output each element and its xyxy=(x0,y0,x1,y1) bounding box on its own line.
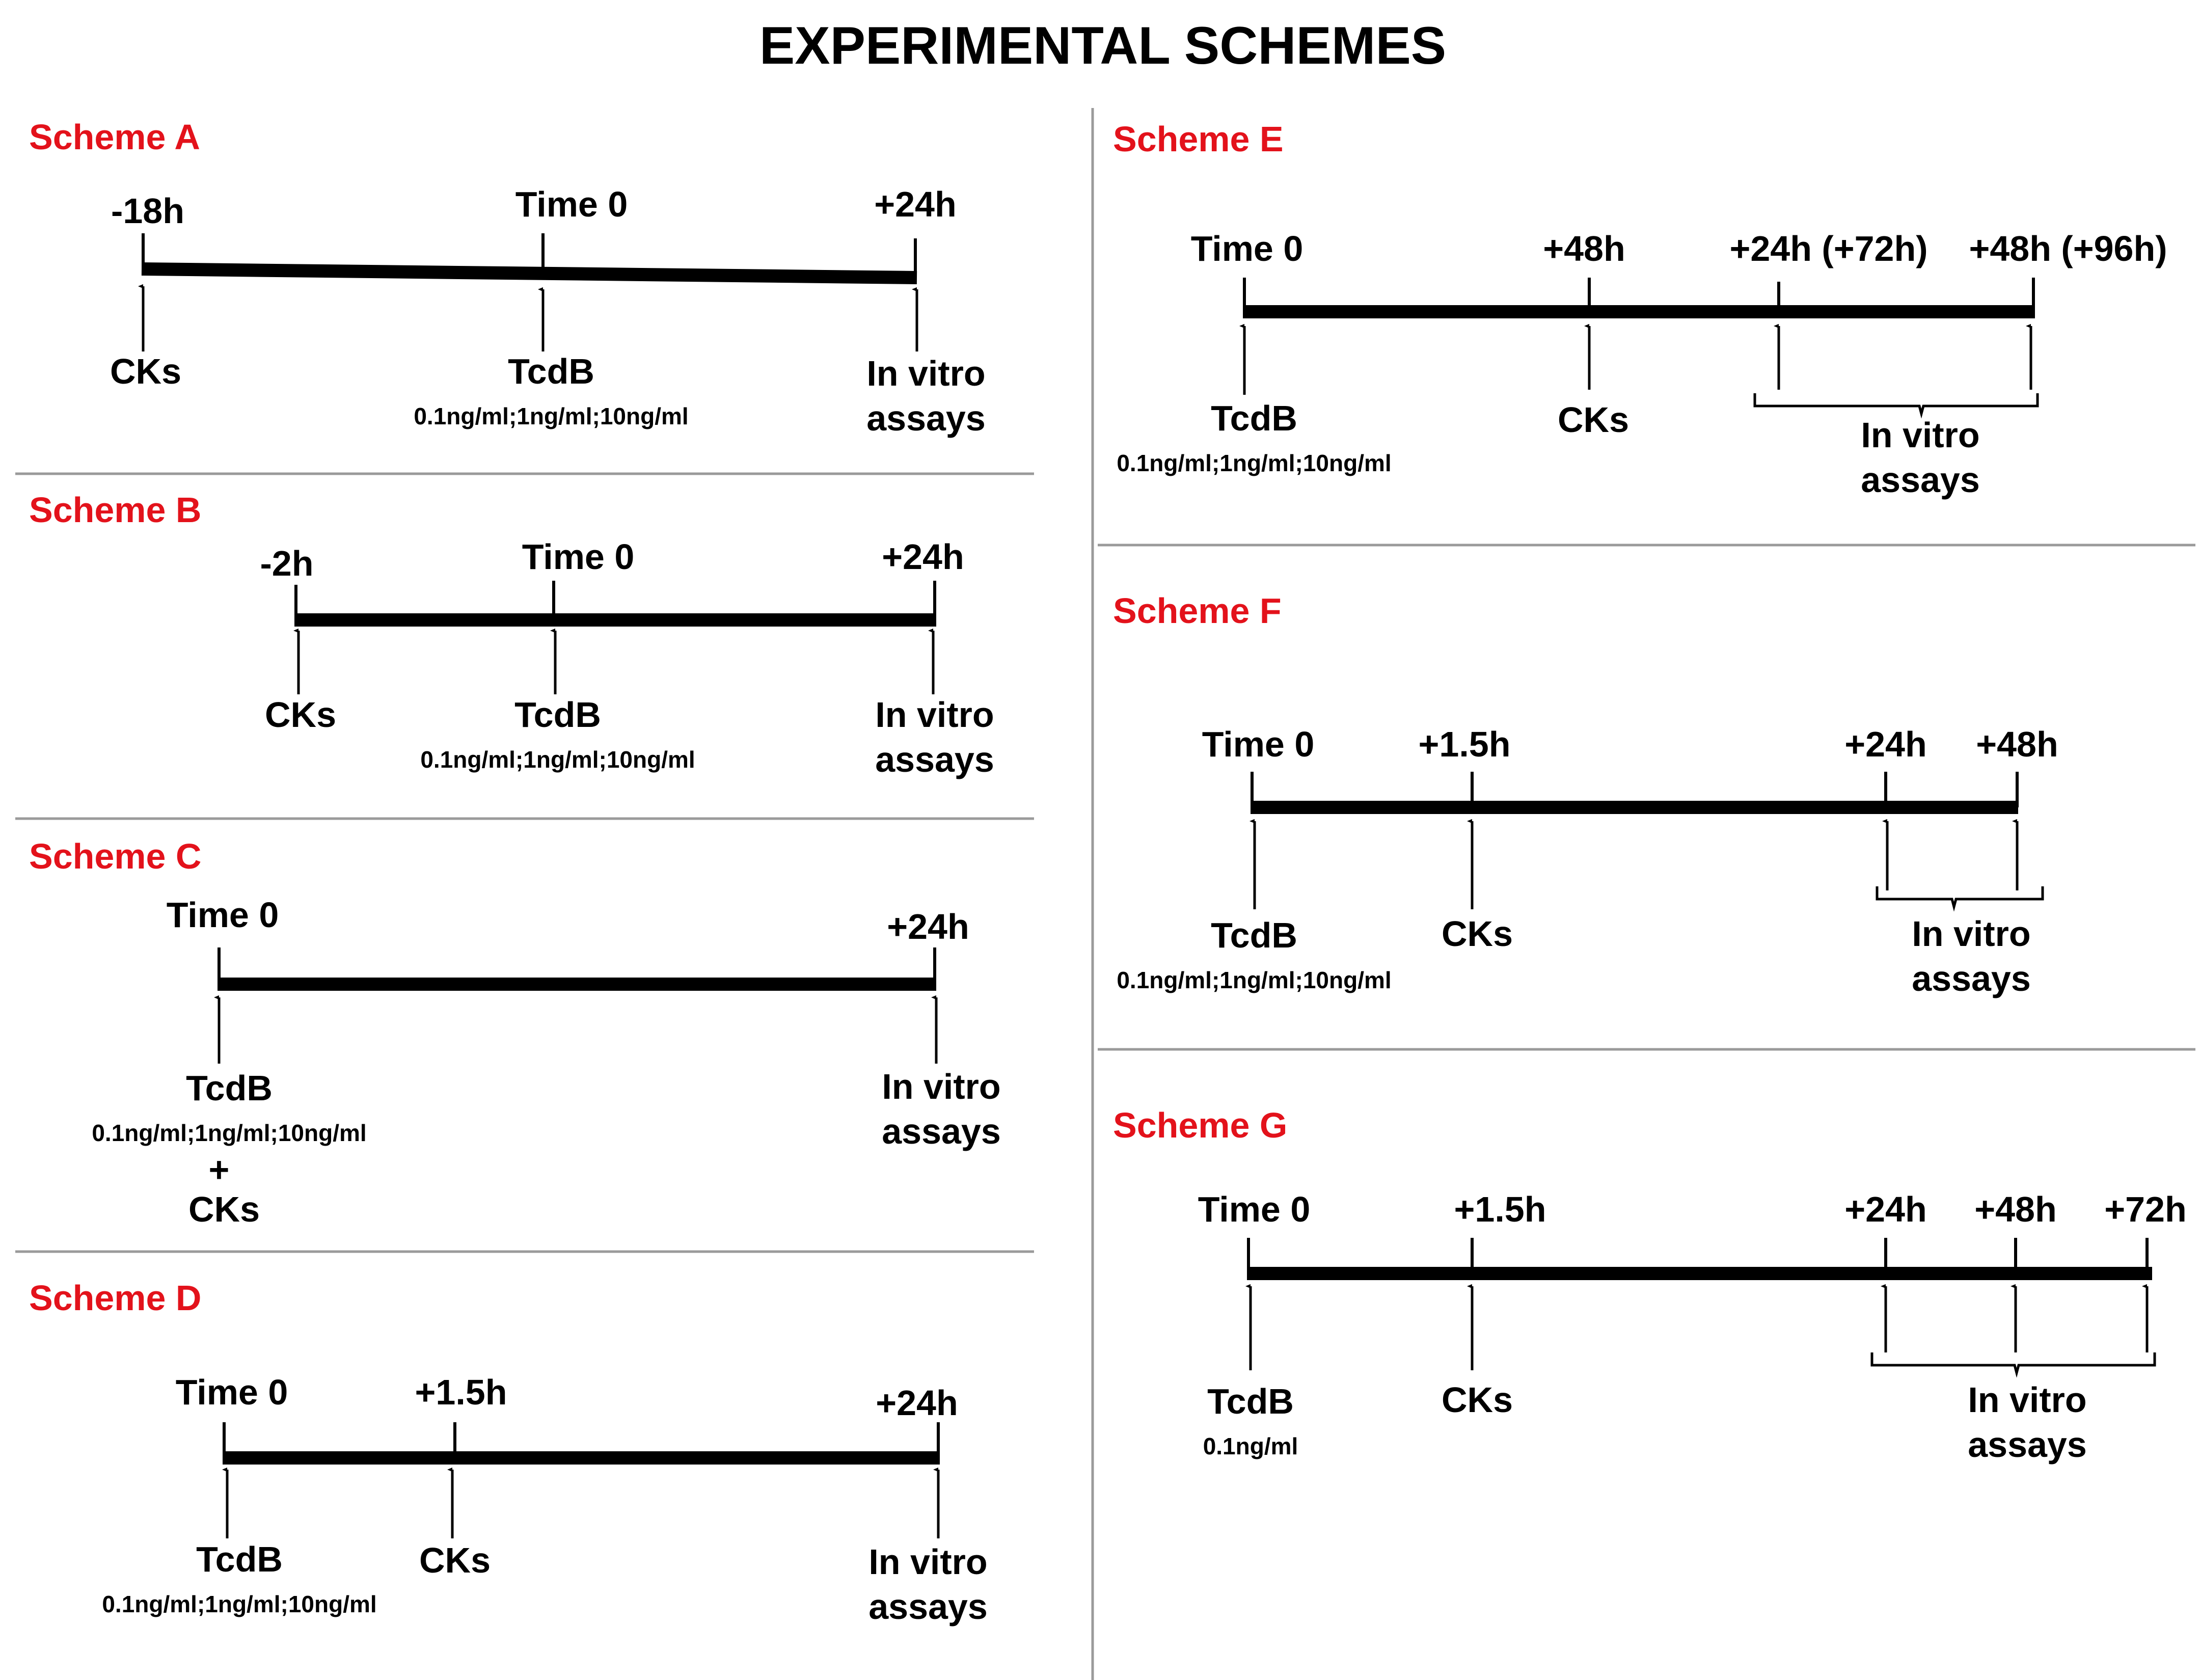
arrows xyxy=(1239,323,2032,395)
time-label: +24h xyxy=(882,537,964,577)
time-label: Time 0 xyxy=(176,1372,288,1412)
assay-label-line2: assays xyxy=(1968,1425,2087,1465)
assay-label-line2: assays xyxy=(866,398,986,438)
concentration-label: 0.1ng/ml;1ng/ml;10ng/ml xyxy=(420,746,695,773)
agent-label: TcdB xyxy=(508,351,594,391)
arrows xyxy=(1245,1284,2149,1370)
time-label: Time 0 xyxy=(167,895,279,935)
time-label: +1.5h xyxy=(415,1372,507,1412)
assay-label-line1: In vitro xyxy=(1861,415,1979,455)
time-label: +48h xyxy=(1976,724,2058,764)
time-label: +48h xyxy=(1974,1189,2057,1229)
assay-label-line2: assays xyxy=(882,1112,1001,1151)
tick-marks xyxy=(1247,1238,2149,1273)
time-label: +24h xyxy=(874,184,957,224)
agent-label: TcdB xyxy=(1207,1381,1294,1421)
agent-label: CKs xyxy=(1442,1380,1513,1420)
time-label: +24h xyxy=(1844,724,1927,764)
assay-bracket xyxy=(1870,1352,2156,1378)
assay-label-line1: In vitro xyxy=(882,1067,1000,1106)
scheme-title: Scheme B xyxy=(29,490,201,530)
timeline-bar xyxy=(141,262,917,284)
scheme-f: Scheme F Time 0 +1.5h +24h +48h TcdB 0.1… xyxy=(1113,591,2058,998)
agent-label: TcdB xyxy=(196,1539,283,1579)
scheme-c: Scheme C Time 0 +24h TcdB 0.1ng/ml;1ng/m… xyxy=(29,836,1001,1229)
tick-marks xyxy=(294,581,936,620)
assay-bracket xyxy=(1876,886,2044,912)
arrows xyxy=(214,995,938,1064)
time-label: +1.5h xyxy=(1419,724,1511,764)
scheme-b: Scheme B -2h Time 0 +24h CKs TcdB 0.1ng/… xyxy=(29,490,994,779)
assay-label-line2: assays xyxy=(875,740,994,779)
assay-label-line1: In vitro xyxy=(866,354,985,393)
scheme-title: Scheme G xyxy=(1113,1105,1287,1145)
arrows xyxy=(138,284,918,351)
time-label: +48h (+96h) xyxy=(1969,229,2167,268)
concentration-label: 0.1ng/ml;1ng/ml;10ng/ml xyxy=(414,403,688,429)
plus-sign: + xyxy=(209,1150,230,1189)
concentration-label: 0.1ng/ml;1ng/ml;10ng/ml xyxy=(92,1120,366,1146)
concentration-label: 0.1ng/ml;1ng/ml;10ng/ml xyxy=(1117,967,1391,993)
tick-marks xyxy=(1243,278,2035,312)
assay-label-line2: assays xyxy=(868,1587,988,1627)
time-label: +24h xyxy=(1844,1189,1927,1229)
agent-label: CKs xyxy=(1558,400,1629,440)
agent-label: TcdB xyxy=(186,1068,273,1108)
assay-label-line1: In vitro xyxy=(875,695,994,735)
agent-label: CKs xyxy=(1442,914,1513,954)
scheme-title: Scheme D xyxy=(29,1278,201,1318)
agent-label: CKs xyxy=(110,351,181,391)
agent-label: CKs xyxy=(188,1189,260,1229)
concentration-label: 0.1ng/ml;1ng/ml;10ng/ml xyxy=(102,1591,376,1617)
dividers xyxy=(15,108,2195,1680)
time-label: Time 0 xyxy=(515,184,628,224)
agent-label: TcdB xyxy=(1211,398,1297,438)
time-label: Time 0 xyxy=(522,537,635,577)
time-label: +24h (+72h) xyxy=(1729,229,1927,268)
concentration-label: 0.1ng/ml;1ng/ml;10ng/ml xyxy=(1117,450,1391,476)
arrows xyxy=(1250,819,2019,909)
agent-label: CKs xyxy=(265,695,336,735)
scheme-d: Scheme D Time 0 +1.5h +24h TcdB 0.1ng/ml… xyxy=(29,1278,988,1627)
scheme-title: Scheme E xyxy=(1113,119,1284,159)
agent-label: CKs xyxy=(419,1540,491,1580)
time-label: +24h xyxy=(887,907,969,946)
agent-label: TcdB xyxy=(1211,915,1297,955)
assay-label-line1: In vitro xyxy=(1968,1380,2086,1420)
arrows xyxy=(293,628,935,694)
scheme-e: Scheme E Time 0 +48h +24h (+72h) +48h (+… xyxy=(1113,119,2167,500)
time-label: Time 0 xyxy=(1202,724,1315,764)
time-label: +24h xyxy=(876,1383,958,1423)
scheme-title: Scheme A xyxy=(29,117,200,157)
assay-label-line1: In vitro xyxy=(1912,914,2030,954)
assay-bracket xyxy=(1753,393,2039,419)
scheme-title: Scheme C xyxy=(29,836,201,876)
time-label: +48h xyxy=(1543,229,1625,268)
scheme-g: Scheme G Time 0 +1.5h +24h +48h +72h Tcd… xyxy=(1113,1105,2187,1465)
scheme-a: Scheme A -18h Time 0 +24h CKs TcdB 0.1ng… xyxy=(29,117,986,438)
time-label: -18h xyxy=(111,191,184,231)
time-label: +1.5h xyxy=(1454,1189,1546,1229)
tick-marks xyxy=(1251,772,2019,807)
tick-marks xyxy=(218,947,936,984)
time-label: Time 0 xyxy=(1191,229,1303,268)
assay-label-line1: In vitro xyxy=(868,1542,987,1582)
assay-label-line2: assays xyxy=(1912,959,2031,998)
page-title: EXPERIMENTAL SCHEMES xyxy=(759,16,1446,75)
arrows xyxy=(222,1467,940,1538)
time-label: Time 0 xyxy=(1198,1189,1311,1229)
agent-label: TcdB xyxy=(514,695,601,735)
tick-marks xyxy=(142,233,917,278)
scheme-title: Scheme F xyxy=(1113,591,1282,631)
concentration-label: 0.1ng/ml xyxy=(1203,1433,1298,1459)
tick-marks xyxy=(223,1422,940,1458)
assay-label-line2: assays xyxy=(1861,460,1980,500)
time-label: +72h xyxy=(2104,1189,2187,1229)
time-label: -2h xyxy=(260,544,314,583)
